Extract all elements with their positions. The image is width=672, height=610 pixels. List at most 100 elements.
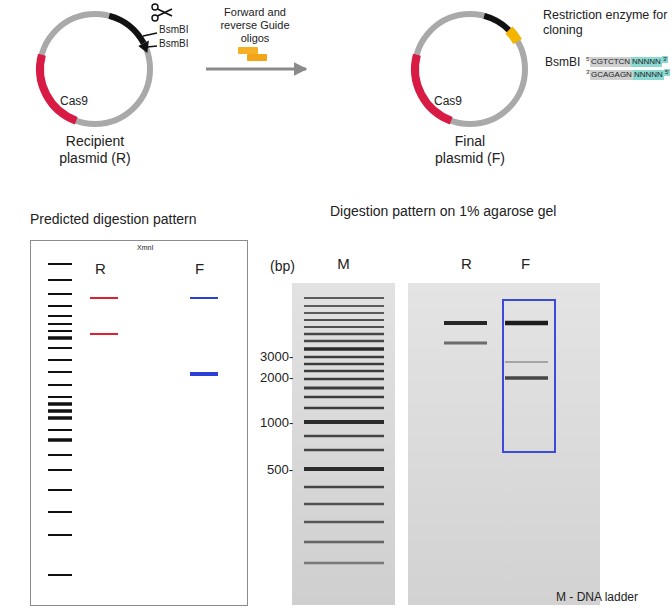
strand-end: 3' <box>586 69 590 76</box>
gel-panel: M <box>292 283 395 605</box>
plasmid-caption: Recipient plasmid (R) <box>56 133 134 167</box>
gel-band <box>304 486 384 489</box>
ladder-line <box>48 454 72 456</box>
gel-band <box>304 370 384 373</box>
scissors-blade <box>158 9 173 16</box>
ladder-line <box>48 336 72 340</box>
recognition-site: CGTCTCN <box>590 57 631 67</box>
gel-band <box>304 340 384 343</box>
scissors-handle <box>152 4 158 10</box>
ladder-line <box>48 371 72 373</box>
scissors-handle <box>152 15 158 21</box>
predicted-band <box>90 297 118 299</box>
ladder-line <box>48 416 72 420</box>
strand-end: 5' <box>664 69 670 76</box>
lane-label: F <box>521 255 530 273</box>
size-marker: 3000- <box>260 349 293 365</box>
gel-band <box>304 396 384 399</box>
size-marker: 500- <box>267 462 293 478</box>
gel-band <box>304 387 384 390</box>
gel-sample-bands <box>444 323 548 378</box>
ladder-line <box>48 263 72 265</box>
bsmbi-site-tick <box>143 33 157 36</box>
gel-band <box>304 521 384 524</box>
ladder-line <box>48 402 72 406</box>
gel-band <box>304 363 384 366</box>
gel-band <box>304 541 384 544</box>
plasmid-caption: Final plasmid (F) <box>431 133 509 167</box>
guide-cassette-arc <box>109 16 143 43</box>
ladder-line <box>48 438 72 442</box>
gel-band <box>304 356 384 359</box>
strand-end: 5' <box>586 56 590 63</box>
guide-cassette-arc <box>484 16 509 30</box>
cut-overhang: NNNNN <box>633 70 664 80</box>
gel-band <box>304 435 384 438</box>
ladder-line <box>48 347 72 349</box>
prediction-panel: Predicted digestion patternXmnIRF <box>30 240 248 606</box>
highlight-box <box>503 300 555 452</box>
cloning-arrow <box>206 68 306 71</box>
predicted-band <box>90 333 118 335</box>
gel-band <box>444 321 487 325</box>
gel-band <box>304 562 384 565</box>
strand-end: 3' <box>662 56 668 63</box>
ladder-line <box>48 396 72 398</box>
enzyme-name: BsmBI <box>545 55 580 69</box>
guide-cassette-arrowhead <box>138 40 149 53</box>
ladder-line <box>48 305 72 307</box>
enzyme-label: XmnI <box>137 244 153 252</box>
bsmbi-site-tick <box>147 46 157 47</box>
gel-band <box>444 342 487 345</box>
gel-ladder <box>304 298 384 563</box>
section-heading: Restriction enzyme for cloning <box>543 8 671 38</box>
site-label: BsmBI <box>159 38 188 50</box>
lane-label: R <box>95 260 106 278</box>
ladder-line <box>48 315 72 317</box>
scissors-symbol <box>152 4 172 21</box>
plasmid-outline <box>36 10 206 128</box>
gel-band <box>304 407 384 410</box>
predicted-band <box>190 297 218 299</box>
guide-oligo <box>238 47 258 54</box>
inserted-guide <box>509 30 518 41</box>
ladder-line <box>48 469 72 471</box>
gel-band <box>304 312 384 314</box>
recognition-site: GCAGAGN <box>590 70 633 80</box>
size-marker: 1000- <box>260 415 293 431</box>
gel-band <box>304 305 384 307</box>
ladder-line <box>48 330 72 332</box>
cas9-arc <box>40 55 76 121</box>
gel-panel: RF <box>408 283 600 605</box>
gel-band <box>304 333 384 336</box>
cas9-arc <box>415 55 451 121</box>
guide-oligo <box>247 54 267 61</box>
ladder-line <box>48 409 72 413</box>
ladder-line <box>48 489 72 491</box>
plasmid-circle: Cas9Recipient plasmid (R) <box>36 10 206 128</box>
ladder-line <box>48 574 72 576</box>
gel-heading: Digestion pattern on 1% agarose gel <box>330 203 556 220</box>
ladder-line <box>48 534 72 536</box>
gel-band <box>304 449 384 452</box>
lane-label: M <box>292 255 395 273</box>
size-marker: 2000- <box>260 370 293 386</box>
gel-band <box>505 321 548 326</box>
axis-unit: (bp) <box>270 258 295 275</box>
ladder-line <box>48 384 72 386</box>
gene-label: Cas9 <box>434 94 462 108</box>
scissors-blade <box>158 9 173 16</box>
plasmid-backbone <box>415 14 525 124</box>
plasmid-backbone <box>40 14 150 124</box>
panel-heading: Predicted digestion pattern <box>30 211 197 228</box>
ladder-line <box>48 293 72 295</box>
predicted-band <box>190 372 218 376</box>
gel-band <box>304 467 384 471</box>
plasmid-circle: Cas9Final plasmid (F) <box>306 10 530 128</box>
ladder-line <box>48 359 72 361</box>
ladder-line <box>48 511 72 513</box>
cut-overhang: NNNNN <box>631 57 662 67</box>
site-label: BsmBI <box>159 24 188 36</box>
